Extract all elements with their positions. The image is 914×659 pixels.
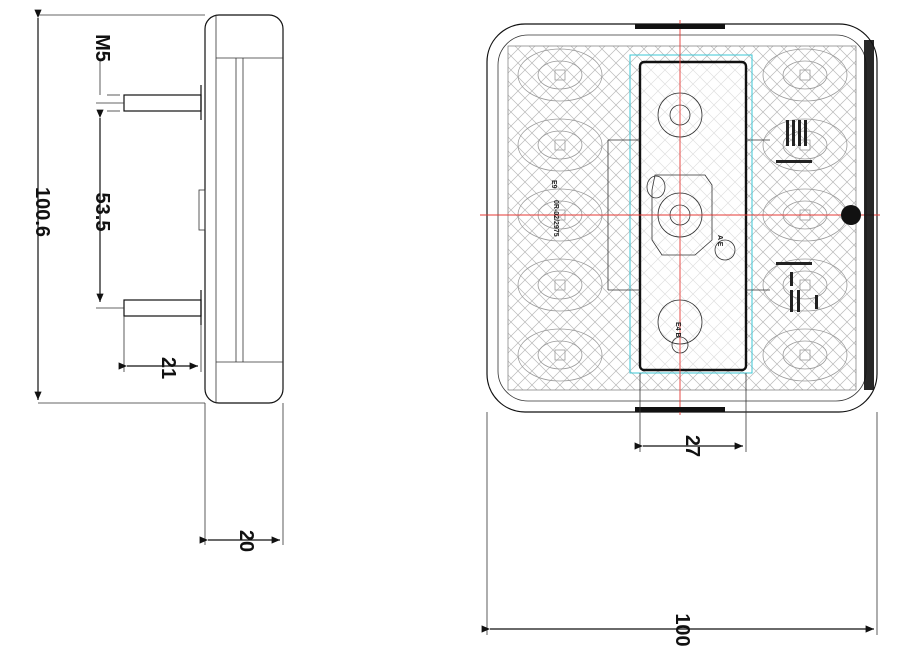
- upper-stud: [123, 94, 202, 112]
- dim-stud-length-label: 21: [157, 357, 179, 379]
- dim-100: 100: [481, 412, 878, 647]
- approval-mark-left: E9: [550, 180, 557, 189]
- dim-width-label: 100: [671, 613, 693, 646]
- approval-code: 0R-02/2975: [552, 200, 559, 237]
- ab-label: A E: [716, 235, 723, 247]
- dim-window-label: 27: [681, 435, 703, 457]
- dim-depth-label: 20: [235, 530, 257, 552]
- dim-thread-label: M5: [91, 34, 113, 62]
- lower-center-mark: E4 B: [674, 322, 681, 338]
- center-module: [638, 60, 748, 372]
- side-view: 100.6 M5 53.5 21 20: [31, 9, 284, 552]
- mount-bolt: [841, 205, 861, 225]
- side-housing: [204, 14, 284, 404]
- front-view: E9 0R-02/2975 A E E4 B: [480, 20, 880, 415]
- dim-height-label: 100.6: [31, 187, 53, 237]
- right-markings: [776, 120, 818, 312]
- dim-spacing-label: 53.5: [91, 193, 113, 232]
- lower-stud: [123, 299, 202, 317]
- window-outline: [629, 54, 753, 374]
- dim-27: 27: [634, 373, 747, 457]
